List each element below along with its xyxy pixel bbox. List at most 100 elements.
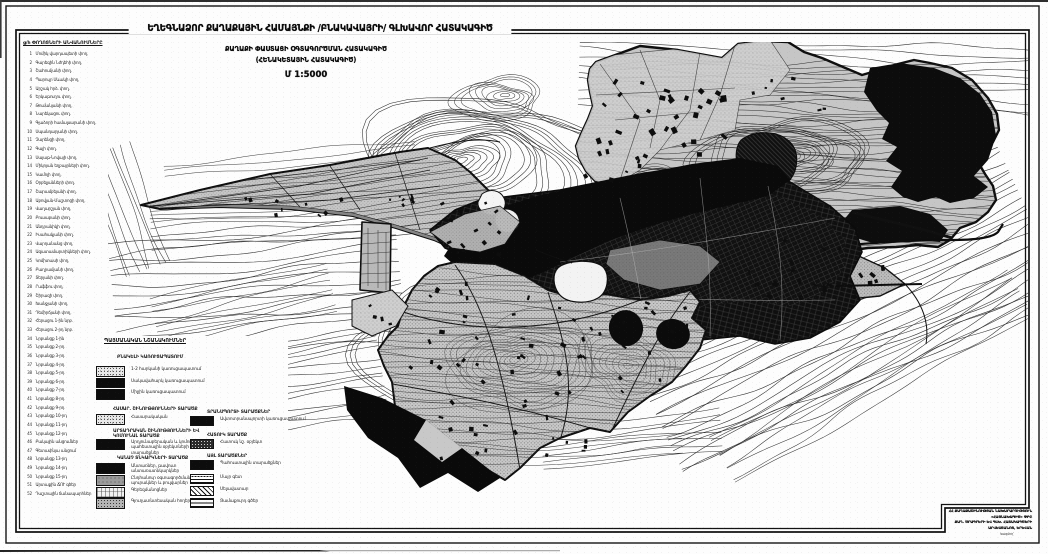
street-number: 10: [27, 128, 32, 134]
street-number: 34: [27, 335, 32, 341]
street-number: 13: [27, 154, 32, 160]
street-name: Նրբանցք 8-րդ: [35, 396, 65, 401]
street-name: Նրբանցք 1-ին: [35, 335, 65, 341]
street-number: 41: [27, 396, 32, 401]
street-number: 24: [27, 249, 32, 255]
stamp-signature: Կազմող՝: [999, 532, 1014, 537]
legend-swatch-solid-black: [96, 389, 125, 400]
legend-item-label: Հատուկ նշ. օբյեկտ: [220, 440, 263, 445]
street-number: 15: [27, 171, 32, 177]
legend-group-title: ԱՅԼ ՏԱՐԱԾՔՆԵՐ: [207, 454, 247, 459]
forest-strip-north: [444, 158, 790, 284]
legend-item-label: Պահուստային տարածքներ: [220, 461, 281, 466]
legend-item-label: Ընդհանուր օգտագործման այգիներ,պուրակներ …: [131, 476, 212, 487]
street-name: Թումանյանի փող.: [35, 102, 73, 108]
legend-group-title: ԲՆԱԿԵԼԻ ԿԱՌՈՒՑԱՊԱՏՈՒՄ: [117, 355, 184, 360]
street-number: 33: [27, 327, 32, 332]
page-title: ԵՂԵԳՆԱՁՈՐ ՔԱՂԱՔԱՅԻՆ ՀԱՄԱՅՆՔԻ /ԲՆԱԿԱՎԱՅՐԻ…: [128, 23, 512, 34]
legend-item-label: Ավտոտրանսպորտի կառուցապատում: [220, 417, 306, 422]
street-name: Օրբելյանների փող.: [35, 180, 76, 186]
legend-group-title: ԿԱՆԱՉ ՏՆԿԱՐԿՆԵՐԻ ՏԱՐԱԾՔ: [117, 456, 189, 461]
street-name: Գարեգին Նժդեհի փող.: [35, 59, 83, 65]
legend-header: ՊԱՅՄԱՆԱԿԱՆ ՆՇԱՆԱԿՈՒՄՆԵՐ: [104, 338, 186, 344]
street-name: Նրբանցք 7-րդ: [35, 387, 65, 393]
legend-swatch-speckle-light: [96, 366, 125, 377]
street-name: Գլաձորի համալսարանի փող.: [35, 120, 97, 125]
street-number: 6: [29, 94, 33, 100]
street-number: 3: [29, 68, 33, 74]
legend-swatch-diag-hatch: [190, 486, 214, 496]
street-name: Շիրազի փող.: [35, 292, 64, 298]
legend-item-label: Հասարակական: [131, 415, 168, 420]
legend-item: Սակավահարկ կառուցապատում: [96, 377, 205, 388]
street-number: 51: [27, 482, 32, 488]
street-name: Նրբանցք 10-րդ: [35, 413, 67, 419]
street-name: Մոմիկ վարդապետի փող.: [35, 51, 89, 56]
legend-item: Գերեզմանոցներ: [96, 487, 167, 498]
street-name: Նրբանցք 15-րդ: [35, 473, 67, 479]
street-number: 37: [27, 361, 32, 367]
inner-frame-inner-line: [18, 32, 1027, 530]
legend-item: Հասարակական: [96, 414, 168, 425]
street-number: 21: [27, 223, 32, 229]
legend-swatch-solid-black: [96, 439, 125, 450]
street-name: Անդրանիկի փող.: [35, 223, 71, 229]
legend-item: Հատուկ նշ. օբյեկտ: [190, 439, 262, 449]
street-name: Նրբանցք 4-րդ: [35, 361, 65, 367]
scan-edge-top: [0, 0, 1048, 2]
legend-swatch-lines-dots: [190, 474, 214, 484]
street-number: 7: [29, 102, 33, 108]
scale-label: Մ 1:5000: [284, 70, 328, 80]
street-number: 35: [27, 344, 32, 350]
stamp-line: ՀՀ ՔԱՂԱՔԱՇԻՆՈՒԹՅԱՆ ՆԱԽԱՐԱՐՈՒԹՅՈՒՆ: [948, 509, 1032, 513]
legend-swatch-solid-black: [96, 463, 125, 474]
subtitle-line-1: ՔԱՂԱՔԻ ՓԱՍՏԱՑԻ ՕԳՏԱԳՈՐԾՄԱՆ ՀԱՏԱԿԱԳԻԾ: [225, 45, 387, 53]
street-name: Սպանդարյանի փող.: [35, 128, 79, 134]
legend-swatch-dark-speckle: [190, 439, 214, 449]
street-number: 45: [27, 430, 32, 436]
legend-item-label: Սակավահարկ կառուցապատում: [131, 378, 205, 384]
street-name: Խանջյանի փող.: [35, 301, 69, 307]
legend-item-label: Գերեզմանոցներ: [131, 488, 168, 493]
street-number: 26: [27, 266, 32, 272]
street-number: 50: [27, 473, 32, 479]
legend-item: Մայր գետ: [190, 474, 242, 484]
street-number: 1: [29, 51, 33, 56]
street-name: Նրբանցք 5-րդ: [35, 370, 65, 376]
legend-group-title: ՏՐԱՆՍՊՈՐՏԻ ՏԱՐԱԾՔՆԵՐ: [207, 410, 271, 415]
street-name: Նրբանցք 6-րդ: [35, 378, 65, 384]
street-number: 18: [27, 197, 32, 203]
street-name: Սայաթ-Նովայի փող.: [35, 154, 78, 160]
legend-item: Ընդհանուր օգտագործման այգիներ,պուրակներ …: [96, 475, 211, 487]
